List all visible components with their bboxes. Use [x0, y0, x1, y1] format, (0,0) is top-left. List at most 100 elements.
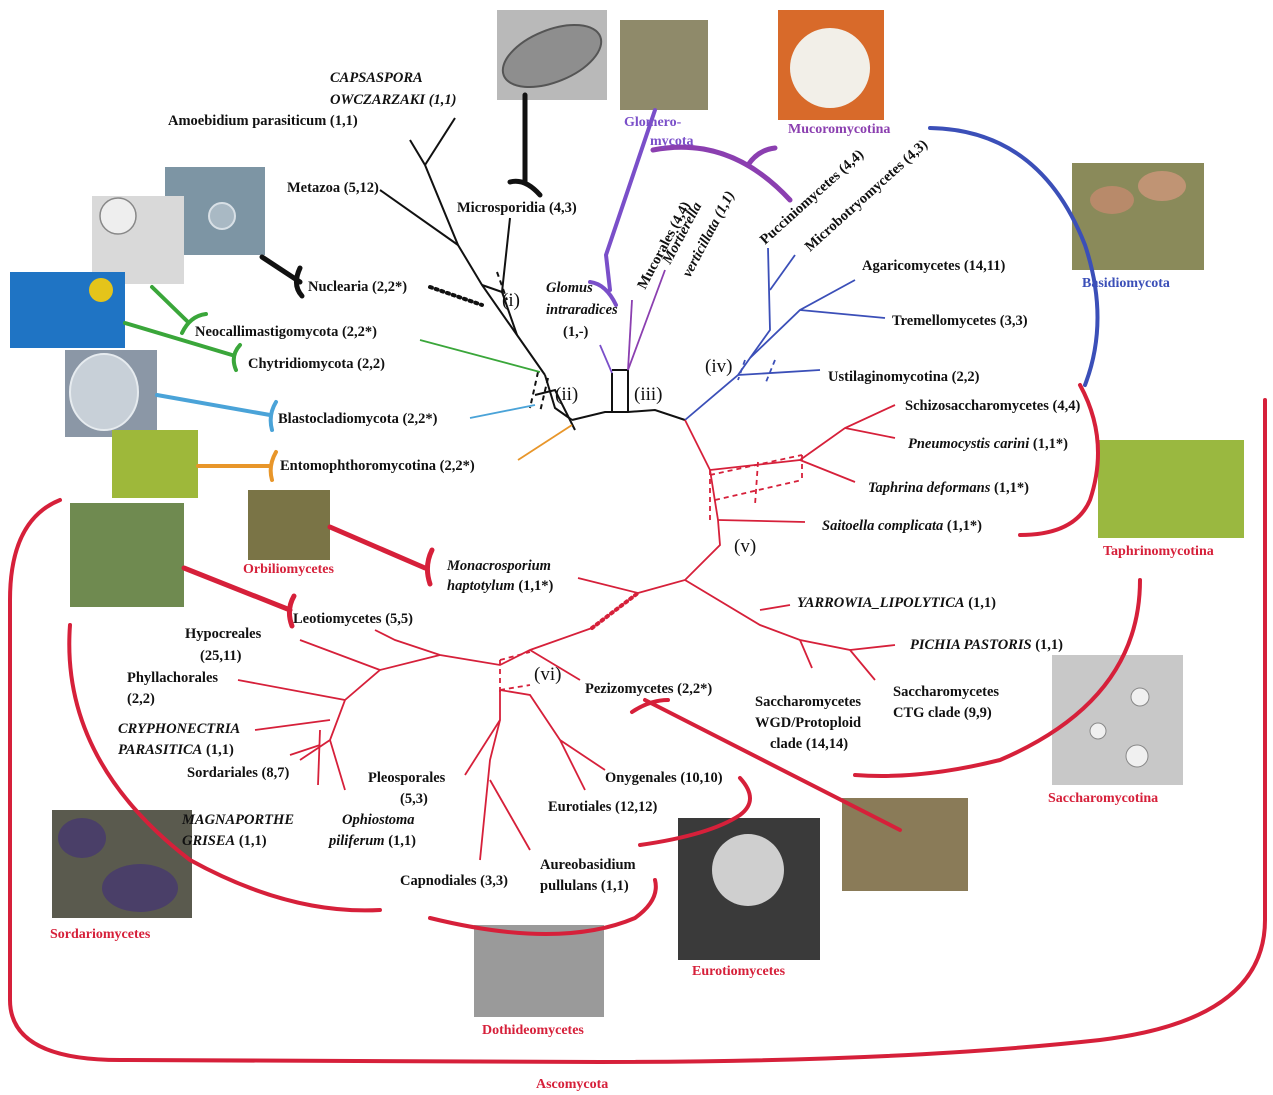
- label-eurotiales: Eurotiales (12,12): [548, 799, 657, 815]
- node-labels: (i) (ii) (iii) (iv) (v) (vi): [502, 290, 756, 685]
- bracket-blastocladiomycota: [155, 393, 278, 432]
- label-schizosaccharomycetes: Schizosaccharomycetes (4,4): [905, 398, 1080, 414]
- dashed-node-i: [496, 271, 508, 301]
- brackets: [8, 92, 1267, 1065]
- branch-aureobasidium: [489, 779, 531, 851]
- branch-asco-stem: [637, 419, 721, 594]
- bracket-eurotiomycetes: [638, 776, 752, 847]
- label-cryphonectria-name: PARASITICA: [118, 742, 203, 758]
- photo-orbiliomycetes: [248, 490, 330, 560]
- label-monacrosporium-2: haptotylum (1,1*): [447, 578, 554, 594]
- bracket-sordariomycetes: [67, 623, 382, 913]
- photo-neocallimastigomycota-cell: [99, 197, 137, 235]
- photo-chytridiomycota-sporangium: [89, 278, 113, 302]
- photos: [10, 10, 1244, 1017]
- group-saccharomycotina: Saccharomycotina: [1048, 791, 1158, 806]
- label-pichia-name: PICHIA PASTORIS: [910, 637, 1032, 653]
- label-chytridiomycota: Chytridiomycota (2,2): [248, 356, 385, 372]
- bracket-glomeromycota: [588, 108, 657, 307]
- group-mucoromycotina: Mucoromycotina: [788, 122, 890, 137]
- label-ophiostoma-count: (1,1): [385, 833, 417, 849]
- branch-wgd: [799, 639, 813, 669]
- label-ophiostoma-1: Ophiostoma: [342, 812, 415, 828]
- label-yarrowia-count: (1,1): [965, 595, 997, 611]
- label-wgd-3: clade (14,14): [770, 736, 848, 752]
- photo-yeast-cell-1: [1130, 687, 1150, 707]
- label-wgd-2: WGD/Protoploid: [755, 715, 861, 731]
- label-metazoa: Metazoa (5,12): [287, 180, 379, 196]
- label-ustilaginomycotina: Ustilaginomycotina (2,2): [828, 369, 980, 385]
- label-blastocladiomycota: Blastocladiomycota (2,2*): [278, 411, 438, 427]
- label-cryphonectria-2: PARASITICA (1,1): [118, 742, 234, 758]
- photo-mushroom-cap-1: [1090, 186, 1134, 214]
- bracket-ascomycota: [8, 398, 1267, 1065]
- photo-sordariomycetes-stroma-1: [58, 818, 106, 858]
- label-pleosporales-2: (5,3): [400, 791, 428, 807]
- label-pleosporales-1: Pleosporales: [368, 770, 446, 786]
- label-taphrina: Taphrina deformans (1,1*): [868, 480, 1029, 496]
- label-taphrina-name: Taphrina deformans: [868, 480, 991, 496]
- label-ophiostoma-name: piliferum: [327, 833, 385, 849]
- group-basidiomycota: Basidiomycota: [1082, 276, 1170, 291]
- branch-phyllachorales: [237, 679, 346, 701]
- label-tremellomycetes: Tremellomycetes (3,3): [892, 313, 1028, 329]
- label-phyllachorales-2: (2,2): [127, 691, 155, 707]
- label-saitoella-name: Saitoella complicata: [822, 518, 943, 534]
- branch-to-ii: [544, 374, 573, 421]
- label-saitoella-count: (1,1*): [943, 518, 982, 534]
- label-capsaspora-2: OWCZARZAKI (1,1): [330, 92, 457, 108]
- photo-yeast-cell-2: [1089, 722, 1107, 740]
- label-pezizomycetes: Pezizomycetes (2,2*): [585, 681, 712, 697]
- dashed-node-ii: [529, 371, 539, 409]
- photo-leotiomycetes: [70, 503, 184, 607]
- label-capnodiales: Capnodiales (3,3): [400, 873, 508, 889]
- bracket-basidiomycota: [928, 126, 1100, 387]
- branch-saitoella: [717, 519, 806, 523]
- group-sordariomycetes: Sordariomycetes: [50, 927, 151, 942]
- branch-capsaspora: [424, 117, 456, 166]
- label-glomus-1: Glomus: [546, 280, 593, 296]
- label-monacrosporium-name: haptotylum: [447, 578, 515, 594]
- label-agaricomycetes: Agaricomycetes (14,11): [862, 258, 1006, 274]
- branch-pezizomycetes: [529, 649, 581, 681]
- photo-eurotiomycetes-conidiophore: [712, 834, 784, 906]
- branch-taphrina: [799, 459, 856, 483]
- branch-pneumocystis: [844, 427, 896, 439]
- node-label-vi: (vi): [534, 664, 561, 685]
- label-pichia-count: (1,1): [1032, 637, 1064, 653]
- label-monacrosporium-count: (1,1*): [515, 578, 554, 594]
- label-cryphonectria-1: CRYPHONECTRIA: [118, 721, 241, 737]
- branch-sordariales-2: [317, 729, 321, 786]
- branch-onygenales: [559, 739, 606, 771]
- label-pneumocystis-count: (1,1*): [1029, 436, 1068, 452]
- photo-taphrinomycotina: [1098, 440, 1244, 538]
- node-label-iii: (iii): [634, 384, 663, 405]
- label-aureobasidium-1: Aureobasidium: [540, 857, 636, 873]
- group-labels: Glomero- mycota Mucoromycotina Basidiomy…: [50, 115, 1214, 1092]
- bracket-dothideomycetes: [428, 878, 658, 936]
- branch-cryphonectria: [254, 719, 331, 731]
- label-sordariales: Sordariales (8,7): [187, 765, 289, 781]
- branch-blastocladiomycota: [469, 404, 536, 419]
- dashed-node-v-d: [754, 461, 759, 506]
- label-entomophthoromycotina: Entomophthoromycotina (2,2*): [280, 458, 475, 474]
- dashed-node-v-b: [714, 479, 803, 501]
- label-glomus-2: intraradices: [546, 302, 618, 318]
- node-label-v: (v): [734, 536, 756, 557]
- dotted-nuclearia: [428, 285, 484, 307]
- photo-entomophthoromycotina: [112, 430, 198, 498]
- branches-basidiomycota: [684, 247, 886, 421]
- label-microsporidia: Microsporidia (4,3): [457, 200, 577, 216]
- label-leotiomycetes: Leotiomycetes (5,5): [293, 611, 413, 627]
- branch-yarrowia: [759, 604, 791, 611]
- label-capsaspora-1: CAPSASPORA: [330, 70, 423, 86]
- label-saitoella: Saitoella complicata (1,1*): [822, 518, 982, 534]
- dashed-node-ii-b: [539, 377, 549, 413]
- photo-saccharomycotina: [1052, 655, 1183, 785]
- bracket-microsporidia: [507, 92, 543, 198]
- label-onygenales: Onygenales (10,10): [605, 770, 723, 786]
- group-glomeromycota-1: Glomero-: [624, 115, 682, 130]
- bracket-saccharomycotina: [853, 578, 1142, 778]
- group-taphrinomycotina: Taphrinomycotina: [1103, 544, 1214, 559]
